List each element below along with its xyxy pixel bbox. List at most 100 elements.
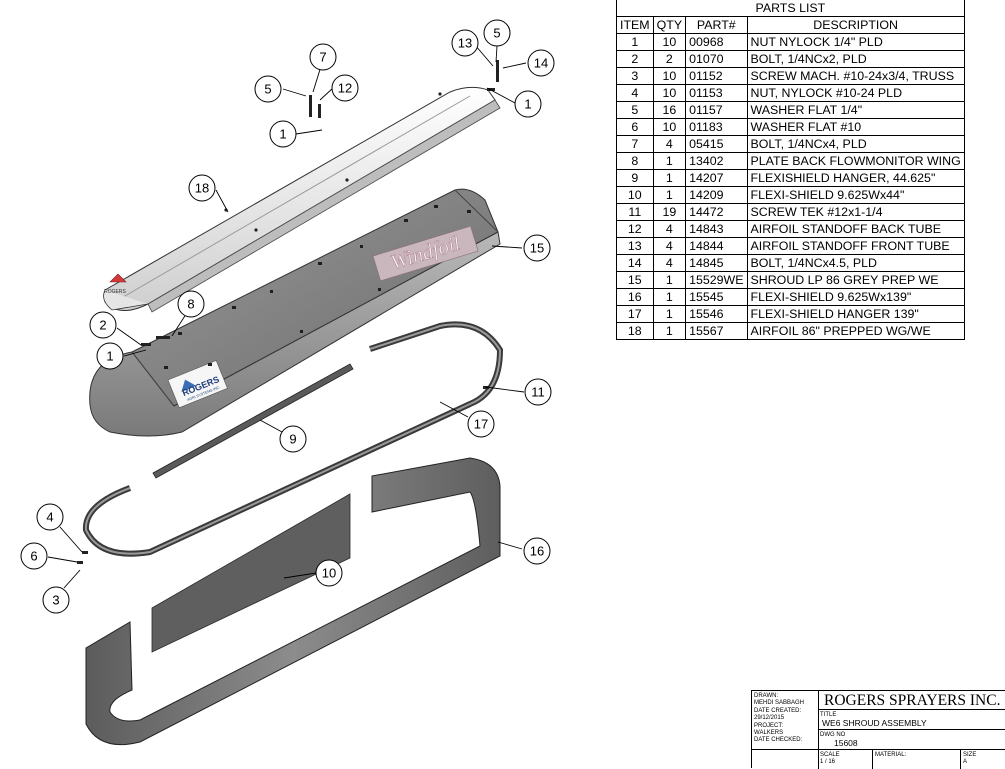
svg-text:3: 3 bbox=[52, 593, 59, 608]
cell-description: AIRFOIL STANDOFF BACK TUBE bbox=[746, 220, 965, 238]
cell-qty: 1 bbox=[652, 322, 687, 340]
callout-balloon: 3 bbox=[42, 586, 70, 614]
callout-balloons: 1 5 7 12 13 5 14 1 18 8 2 1 15 11 17 9 4… bbox=[20, 19, 555, 614]
cell-part-number: 15567 bbox=[685, 322, 748, 340]
callout-balloon: 9 bbox=[279, 425, 307, 453]
cell-item: 7 bbox=[616, 135, 654, 153]
size-label: SIZE bbox=[963, 752, 977, 758]
dwg-no-label: DWG NO bbox=[820, 732, 846, 738]
callout-balloon: 4 bbox=[36, 503, 64, 531]
callout-balloon: 7 bbox=[309, 43, 337, 71]
cell-item: 11 bbox=[616, 203, 654, 221]
cell-part-number: 15529WE bbox=[685, 271, 748, 289]
svg-text:10: 10 bbox=[322, 566, 336, 581]
cell-part-number: 14472 bbox=[685, 203, 748, 221]
cell-item: 13 bbox=[616, 237, 654, 255]
title-block: DRAWN: MEHDI SABBAGH DATE CREATED: 29/12… bbox=[751, 690, 1005, 769]
title-label: TITLE bbox=[820, 712, 837, 718]
callout-balloon: 15 bbox=[523, 234, 551, 262]
project-label: PROJECT: bbox=[754, 723, 784, 729]
size-value: A bbox=[963, 759, 968, 765]
date-checked-label: DATE CHECKED: bbox=[754, 737, 803, 743]
cell-description: WASHER FLAT 1/4" bbox=[746, 101, 965, 119]
svg-text:6: 6 bbox=[30, 549, 37, 564]
cell-item: 9 bbox=[616, 169, 654, 187]
svg-text:11: 11 bbox=[531, 385, 545, 400]
callout-balloon: 8 bbox=[177, 290, 205, 318]
svg-text:9: 9 bbox=[289, 432, 296, 447]
cell-description: BOLT, 1/4NCx4, PLD bbox=[746, 135, 965, 153]
cell-description: FLEXI-SHIELD HANGER 139" bbox=[746, 305, 965, 323]
cell-part-number: 14843 bbox=[685, 220, 748, 238]
cell-description: BOLT, 1/4NCx2, PLD bbox=[746, 50, 965, 68]
callout-balloon: 2 bbox=[89, 311, 117, 339]
callout-balloon: 5 bbox=[483, 19, 511, 47]
cell-item: 2 bbox=[616, 50, 654, 68]
svg-text:18: 18 bbox=[195, 181, 209, 196]
cell-item: 14 bbox=[616, 254, 654, 272]
cell-description: PLATE BACK FLOWMONITOR WING bbox=[746, 152, 965, 170]
cell-description: SHROUD LP 86 GREY PREP WE bbox=[746, 271, 965, 289]
parts-list-header-row: ITEM QTY PART# DESCRIPTION bbox=[616, 16, 965, 34]
cell-item: 18 bbox=[616, 322, 654, 340]
cell-qty: 1 bbox=[652, 305, 687, 323]
cell-part-number: 14207 bbox=[685, 169, 748, 187]
flexi-shield-loop-part bbox=[85, 457, 501, 746]
date-created-value: 29/12/2015 bbox=[754, 715, 785, 721]
drawn-label: DRAWN: bbox=[754, 693, 779, 699]
dwg-no-value: 15608 bbox=[834, 738, 858, 748]
column-header-qty: QTY bbox=[652, 16, 687, 34]
cell-description: FLEXI-SHIELD 9.625Wx139" bbox=[746, 288, 965, 306]
cell-part-number: 13402 bbox=[685, 152, 748, 170]
flexi-shield-flat-part bbox=[151, 493, 351, 653]
cell-part-number: 01152 bbox=[685, 67, 748, 85]
cell-qty: 10 bbox=[652, 67, 687, 85]
svg-text:1: 1 bbox=[106, 349, 113, 364]
cell-description: AIRFOIL STANDOFF FRONT TUBE bbox=[746, 237, 965, 255]
cell-qty: 1 bbox=[652, 288, 687, 306]
cell-part-number: 15545 bbox=[685, 288, 748, 306]
exploded-assembly-drawing: ROGERS Windfoil ROGERS AGRI SYSTEMS INC. bbox=[20, 19, 555, 746]
parts-list-title: PARTS LIST bbox=[616, 0, 965, 17]
callout-leaders bbox=[47, 44, 527, 589]
callout-balloon: 14 bbox=[527, 49, 555, 77]
parts-list-title-row: PARTS LIST bbox=[616, 0, 965, 17]
date-created-label: DATE CREATED: bbox=[754, 708, 802, 714]
cell-qty: 1 bbox=[652, 186, 687, 204]
callout-balloon: 11 bbox=[524, 378, 552, 406]
callout-balloon: 18 bbox=[188, 174, 216, 202]
cell-item: 8 bbox=[616, 152, 654, 170]
svg-text:2: 2 bbox=[99, 318, 106, 333]
cell-qty: 1 bbox=[652, 152, 687, 170]
svg-text:8: 8 bbox=[187, 297, 194, 312]
cell-item: 4 bbox=[616, 84, 654, 102]
cell-part-number: 14209 bbox=[685, 186, 748, 204]
cell-item: 1 bbox=[616, 33, 654, 51]
svg-text:1: 1 bbox=[279, 127, 286, 142]
svg-text:ROGERS: ROGERS bbox=[104, 289, 126, 295]
cell-qty: 4 bbox=[652, 220, 687, 238]
company-name: ROGERS SPRAYERS INC. bbox=[824, 692, 1001, 709]
callout-balloon: 12 bbox=[331, 74, 359, 102]
callout-balloon: 5 bbox=[254, 75, 282, 103]
svg-text:17: 17 bbox=[474, 417, 488, 432]
cell-item: 17 bbox=[616, 305, 654, 323]
cell-part-number: 14845 bbox=[685, 254, 748, 272]
cell-description: AIRFOIL 86" PREPPED WG/WE bbox=[746, 322, 965, 340]
drawing-title: WE6 SHROUD ASSEMBLY bbox=[822, 718, 927, 728]
drawn-by-value: MEHDI SABBAGH bbox=[754, 700, 805, 706]
shroud-part: Windfoil ROGERS AGRI SYSTEMS INC. bbox=[89, 188, 501, 437]
project-value: WALKERS bbox=[754, 730, 784, 736]
column-header-item: ITEM bbox=[616, 16, 654, 34]
